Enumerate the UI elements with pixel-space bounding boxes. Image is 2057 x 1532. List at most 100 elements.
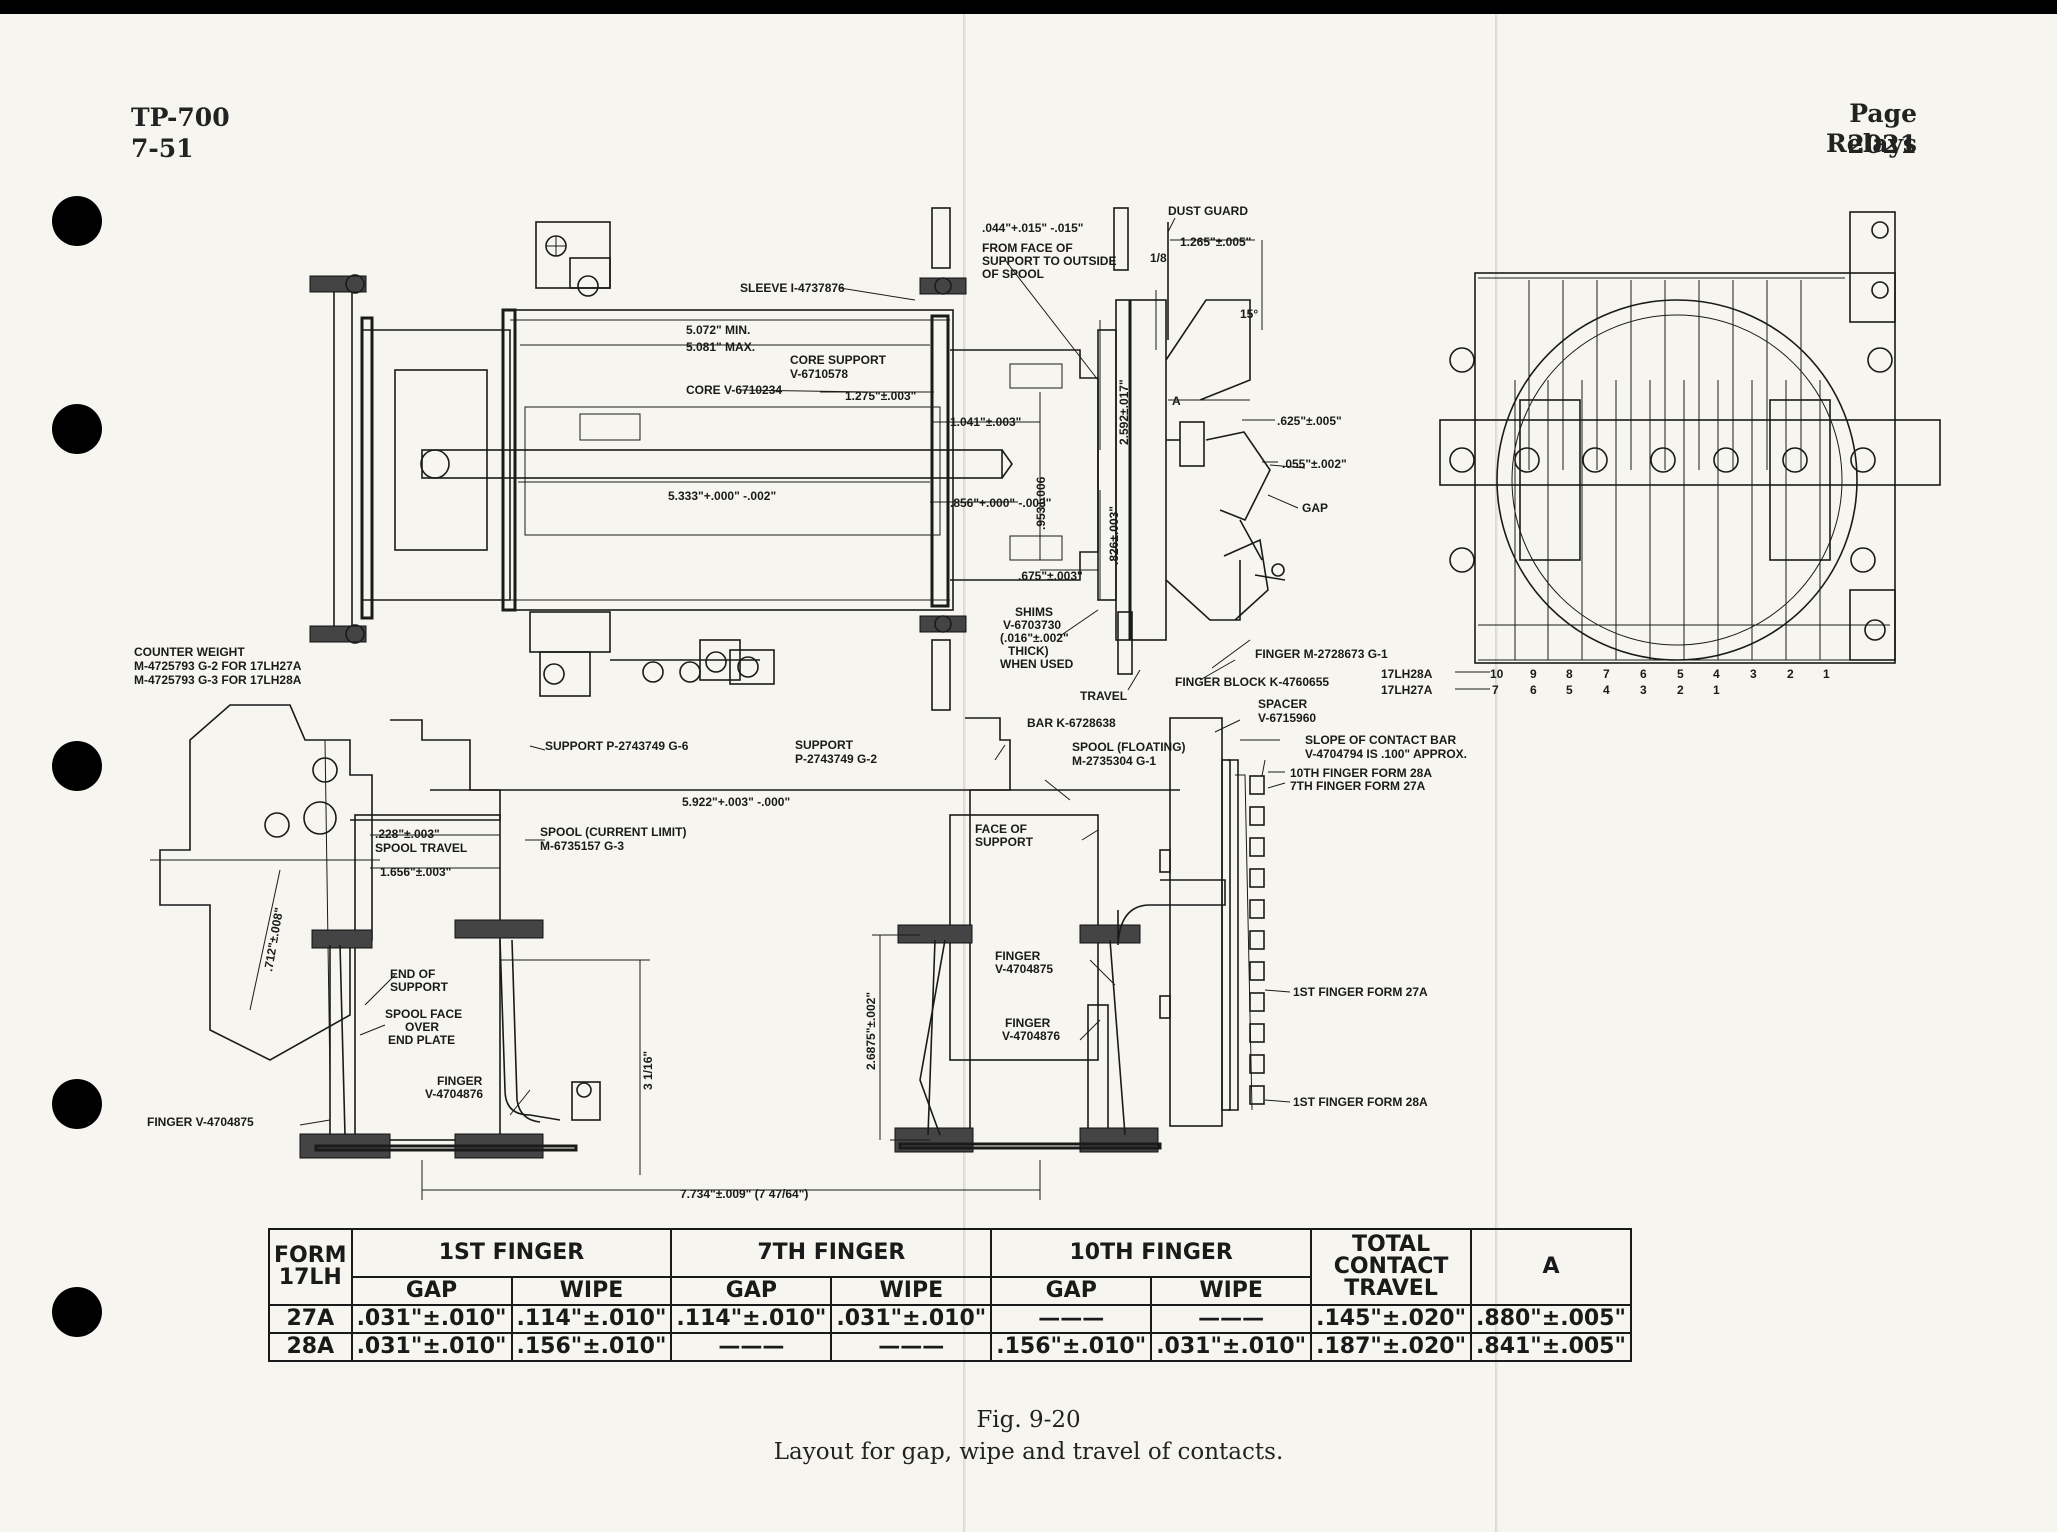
label-face-support-1: FACE OF <box>975 822 1027 836</box>
label-core-support-no: V-6710578 <box>790 367 848 381</box>
finger-number: 7 <box>1603 667 1610 681</box>
cell-f10-wipe: .031"±.010" <box>1150 1332 1313 1362</box>
binder-hole <box>52 404 102 454</box>
label-spool-face-2: OVER <box>405 1020 439 1034</box>
cell-f7-wipe: ——— <box>830 1332 993 1362</box>
finger-numbers-27a: 7 6 5 4 3 2 1 <box>1492 683 1720 697</box>
finger-number: 5 <box>1566 683 1573 697</box>
sub-gap: GAP <box>350 1276 513 1306</box>
table-header-row: FORM 17LH 1ST FINGER 7TH FINGER 10TH FIN… <box>268 1228 1632 1306</box>
finger-number: 1 <box>1713 683 1720 697</box>
label-row-27a: 17LH27A <box>1381 683 1433 697</box>
cell-total: .187"±.020" <box>1310 1332 1473 1362</box>
col-form: FORM 17LH <box>268 1228 353 1306</box>
cell-f10-gap: ——— <box>990 1304 1153 1334</box>
label-support-g2-no: P-2743749 G-2 <box>795 752 877 766</box>
label-dim-044: .044"+.015" -.015" <box>982 221 1083 235</box>
label-face-support-2: SUPPORT <box>975 835 1034 849</box>
label-max-len: 5.081" MAX. <box>686 340 755 354</box>
finger-number: 2 <box>1677 683 1684 697</box>
gap-wipe-travel-table: FORM 17LH 1ST FINGER 7TH FINGER 10TH FIN… <box>268 1228 1632 1362</box>
label-gap: GAP <box>1302 501 1328 515</box>
label-from-face-1: FROM FACE OF <box>982 241 1073 255</box>
doc-date: 7-51 <box>131 134 194 163</box>
sub-wipe: WIPE <box>830 1276 993 1306</box>
col-total-travel: TOTAL CONTACT TRAVEL <box>1310 1228 1473 1306</box>
table-row: 28A .031"±.010" .156"±.010" ——— ——— .156… <box>268 1332 1632 1362</box>
finger-number: 1 <box>1823 667 1830 681</box>
label-dim-1275: 1.275"±.003" <box>845 389 916 403</box>
col-seventh-finger: 7TH FINGER <box>670 1228 993 1278</box>
label-spool-floating-no: M-2735304 G-1 <box>1072 754 1156 768</box>
label-first-28a: 1ST FINGER FORM 28A <box>1293 1095 1428 1109</box>
finger-strips <box>1514 280 1821 660</box>
label-shims-used: WHEN USED <box>1000 657 1074 671</box>
label-dim-5922: 5.922"+.003" -.000" <box>682 795 790 809</box>
label-from-face-3: OF SPOOL <box>982 267 1044 281</box>
finger-number: 6 <box>1530 683 1537 697</box>
relay-end-view <box>1439 211 1941 690</box>
relay-top-assembly <box>309 207 1306 711</box>
label-dim-675: .675"±.003" <box>1018 569 1083 583</box>
label-finger-m: FINGER M-2728673 G-1 <box>1255 647 1388 661</box>
finger-number: 3 <box>1750 667 1757 681</box>
label-spacer: SPACER <box>1258 697 1307 711</box>
cell-a: .880"±.005" <box>1470 1304 1632 1334</box>
lower-center-assembly <box>872 717 1226 1153</box>
finger-number: 6 <box>1640 667 1647 681</box>
label-finger-4876-b: FINGER <box>1005 1016 1051 1030</box>
label-finger-4876-a: FINGER <box>437 1074 483 1088</box>
label-dim-228: .228"±.003" <box>375 827 440 841</box>
label-dim-625: .625"±.005" <box>1277 414 1342 428</box>
label-slope-1: SLOPE OF CONTACT BAR <box>1305 733 1456 747</box>
sub-wipe: WIPE <box>510 1276 673 1306</box>
lower-right-assembly <box>1159 717 1291 1127</box>
label-finger-4875-left: FINGER V-4704875 <box>147 1115 254 1129</box>
cell-form: 27A <box>268 1304 353 1334</box>
figure-number: Fig. 9-20 <box>976 1407 1081 1433</box>
label-dim-1041: 1.041"±.003" <box>950 415 1021 429</box>
label-core: CORE V-6710234 <box>686 383 782 397</box>
page-number: Page 2021 <box>1847 99 1917 159</box>
label-spool-face-3: END PLATE <box>388 1033 455 1047</box>
label-spool-travel: SPOOL TRAVEL <box>375 841 467 855</box>
finger-contact-pads <box>1249 775 1265 1105</box>
cell-f10-gap: .156"±.010" <box>990 1332 1153 1362</box>
label-cw-2: M-4725793 G-3 FOR 17LH28A <box>134 673 302 687</box>
label-row-28a: 17LH28A <box>1381 667 1433 681</box>
finger-number: 4 <box>1603 683 1610 697</box>
label-seventh-form: 7TH FINGER FORM 27A <box>1290 779 1426 793</box>
label-angle-15: 15° <box>1240 307 1258 321</box>
label-cw-1: M-4725793 G-2 FOR 17LH27A <box>134 659 302 673</box>
binder-hole <box>52 196 102 246</box>
cell-total: .145"±.020" <box>1310 1304 1473 1334</box>
finger-number: 5 <box>1677 667 1684 681</box>
label-finger-4875-a: FINGER <box>995 949 1041 963</box>
finger-number: 4 <box>1713 667 1720 681</box>
label-dim-1656: 1.656"±.003" <box>380 865 451 879</box>
label-finger-4876-b-no: V-4704876 <box>1002 1029 1060 1043</box>
label-dim-26875: 2.6875"±.002" <box>864 992 878 1070</box>
diagram-labels: SLEEVE I-4737876 5.072" MIN. 5.081" MAX.… <box>134 204 1830 1201</box>
binder-hole <box>52 1079 102 1129</box>
label-spool-floating: SPOOL (FLOATING) <box>1072 740 1186 754</box>
label-bar: BAR K-6728638 <box>1027 716 1116 730</box>
sub-gap: GAP <box>990 1276 1153 1306</box>
figure-caption: Layout for gap, wipe and travel of conta… <box>773 1439 1284 1465</box>
label-slope-2: V-4704794 IS .100" APPROX. <box>1305 747 1467 761</box>
page-fold <box>1495 14 1498 1532</box>
label-travel: TRAVEL <box>1080 689 1127 703</box>
label-dim-953: .953±.006 <box>1034 476 1048 530</box>
finger-number: 2 <box>1787 667 1794 681</box>
label-end-support-2: SUPPORT <box>390 980 449 994</box>
label-finger-block: FINGER BLOCK K-4760655 <box>1175 675 1329 689</box>
sub-gap: GAP <box>670 1276 833 1306</box>
label-spool-current: SPOOL (CURRENT LIMIT) <box>540 825 686 839</box>
label-counter-weight: COUNTER WEIGHT <box>134 645 245 659</box>
finger-number: 10 <box>1490 667 1504 681</box>
label-spacer-no: V-6715960 <box>1258 711 1316 725</box>
cell-f7-gap: ——— <box>670 1332 833 1362</box>
col-first-finger: 1ST FINGER <box>350 1228 673 1278</box>
label-dim-1-8: 1/8 <box>1150 251 1167 265</box>
